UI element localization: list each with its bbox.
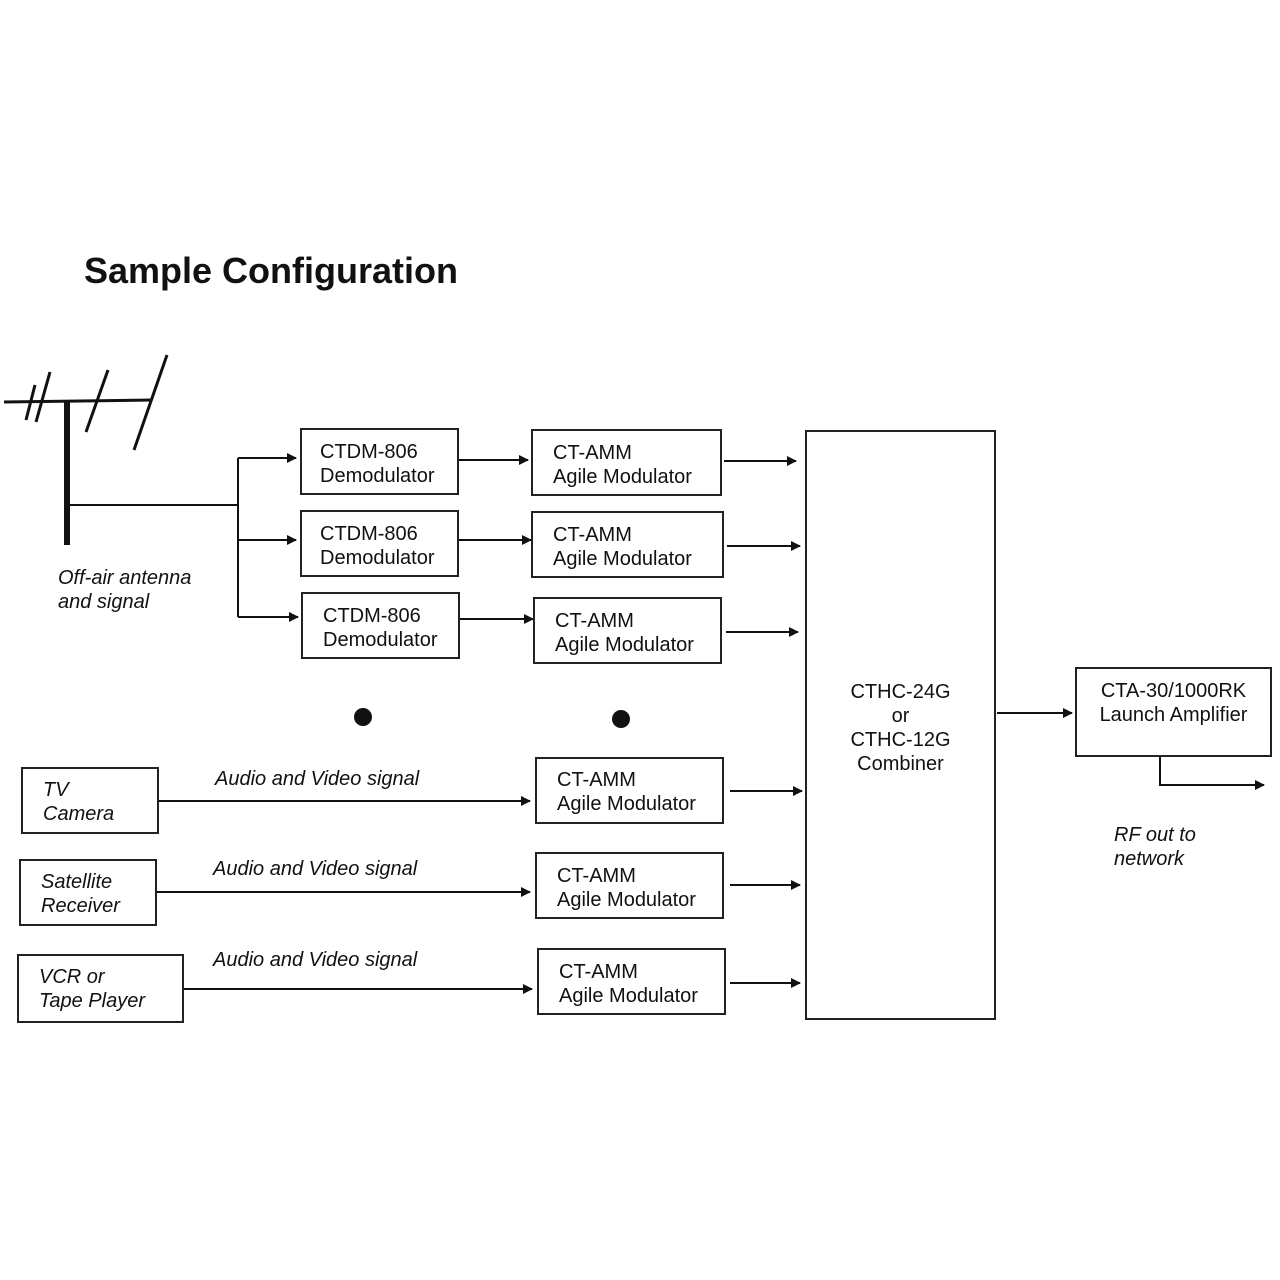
modulator-box-6: CT-AMM Agile Modulator: [537, 948, 726, 1015]
combiner-box: CTHC-24G or CTHC-12G Combiner: [805, 430, 996, 1020]
rf-out-line2: network: [1114, 848, 1185, 870]
signal-label-1: Audio and Video signal: [215, 768, 420, 790]
modulator-model: CT-AMM: [557, 769, 636, 791]
modulator-box-3: CT-AMM Agile Modulator: [533, 597, 722, 664]
modulator-type: Agile Modulator: [559, 985, 698, 1007]
modulator-model: CT-AMM: [553, 524, 632, 546]
page-title: Sample Configuration: [84, 250, 459, 291]
rf-out-line1: RF out to: [1114, 824, 1196, 846]
modulator-type: Agile Modulator: [557, 793, 696, 815]
demodulator-type: Demodulator: [320, 465, 435, 487]
modulator-box-4: CT-AMM Agile Modulator: [535, 757, 724, 824]
signal-label-3: Audio and Video signal: [213, 949, 418, 971]
modulator-model: CT-AMM: [555, 610, 634, 632]
source-name-line1: VCR or: [39, 966, 105, 988]
modulator-box-1: CT-AMM Agile Modulator: [531, 429, 722, 496]
demodulator-type: Demodulator: [323, 629, 438, 651]
signal-label-2: Audio and Video signal: [213, 858, 418, 880]
continuation-dot-1: [354, 708, 372, 726]
combiner-or: or: [891, 705, 910, 727]
modulator-type: Agile Modulator: [557, 889, 696, 911]
modulator-box-2: CT-AMM Agile Modulator: [531, 511, 724, 578]
source-name-line2: Receiver: [41, 895, 120, 917]
continuation-dot-2: [612, 710, 630, 728]
combiner-type: Combiner: [857, 753, 944, 775]
combiner-model-2: CTHC-12G: [850, 729, 951, 751]
modulator-model: CT-AMM: [553, 442, 632, 464]
source-name-line1: Satellite: [41, 871, 113, 893]
antenna-icon: [3, 354, 169, 545]
demodulator-box-3: CTDM-806 Demodulator: [301, 592, 460, 659]
source-box-satellite-receiver: Satellite Receiver: [19, 859, 157, 926]
demodulator-box-2: CTDM-806 Demodulator: [300, 510, 459, 577]
amplifier-model: CTA-30/1000RK: [1100, 680, 1247, 702]
demodulator-model: CTDM-806: [320, 523, 418, 545]
amplifier-box: CTA-30/1000RK Launch Amplifier: [1075, 667, 1272, 757]
antenna-label-line1: Off-air antenna: [58, 567, 192, 589]
modulator-model: CT-AMM: [557, 865, 636, 887]
modulator-model: CT-AMM: [559, 961, 638, 983]
demodulator-model: CTDM-806: [320, 441, 418, 463]
rf-out-label: RF out to network: [1114, 823, 1196, 871]
demodulator-box-1: CTDM-806 Demodulator: [300, 428, 459, 495]
source-box-vcr: VCR or Tape Player: [17, 954, 184, 1023]
antenna-label: Off-air antenna and signal: [58, 566, 191, 614]
source-name-line1: TV: [43, 779, 69, 801]
source-box-tv-camera: TV Camera: [21, 767, 159, 834]
rf-out-arrow: [1159, 757, 1265, 790]
source-name-line2: Camera: [43, 803, 115, 825]
modulator-type: Agile Modulator: [555, 634, 694, 656]
demodulator-model: CTDM-806: [323, 605, 421, 627]
modulator-type: Agile Modulator: [553, 548, 692, 570]
demodulator-type: Demodulator: [320, 547, 435, 569]
modulator-box-5: CT-AMM Agile Modulator: [535, 852, 724, 919]
source-name-line2: Tape Player: [39, 990, 145, 1012]
antenna-label-line2: and signal: [58, 591, 150, 613]
amplifier-type: Launch Amplifier: [1099, 704, 1248, 726]
modulator-type: Agile Modulator: [553, 466, 692, 488]
combiner-model-1: CTHC-24G: [850, 681, 951, 703]
